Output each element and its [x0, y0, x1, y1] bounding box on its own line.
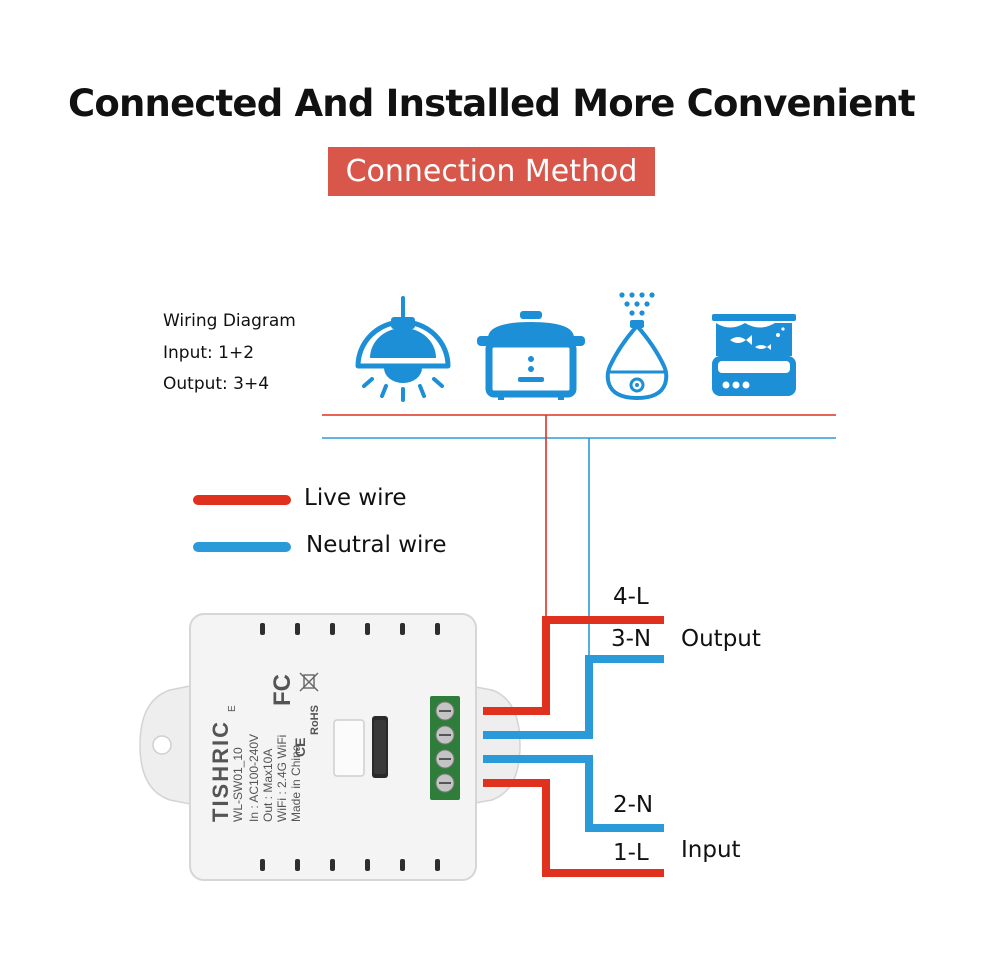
- weee-bin-icon: [299, 672, 319, 692]
- terminal-1-label: 1-L: [613, 840, 649, 866]
- input-neutral-wire: [483, 755, 664, 832]
- device-model-text: WL-SW01_10: [231, 747, 245, 822]
- live-legend-label: Live wire: [304, 485, 407, 511]
- wiring-diagram-label: Wiring Diagram: [163, 311, 296, 331]
- neutral-legend-swatch: [193, 542, 291, 552]
- page-title: Connected And Installed More Convenient: [68, 82, 916, 125]
- device-spec-wifi-text: WiFi : 2.4G WiFi: [275, 735, 289, 822]
- rohs-mark: RoHS: [309, 705, 321, 735]
- terminal-block: [430, 696, 460, 800]
- device-spec-in-text: In : AC100-240V: [247, 734, 261, 822]
- humidifier-icon: [605, 292, 669, 401]
- output-label: Output: [681, 626, 761, 652]
- fish-tank-icon: [712, 314, 796, 396]
- input-terminals-label: Input: 1+2: [163, 343, 255, 363]
- device-brand-text: TISHRIC: [208, 720, 233, 822]
- fc-mark: FC: [269, 674, 296, 706]
- output-terminals-label: Output: 3+4: [163, 374, 270, 394]
- device-made-in-text: Made in China: [289, 744, 303, 822]
- pair-button: [333, 719, 365, 777]
- terminal-4-label: 4-L: [613, 584, 649, 610]
- input-label: Input: [681, 837, 741, 863]
- neutral-legend-label: Neutral wire: [306, 532, 447, 558]
- connection-method-badge: Connection Method: [328, 147, 655, 196]
- device-spec-out-text: Out : Max10A: [261, 749, 275, 822]
- ce-mark: CE: [292, 738, 308, 757]
- relay-device: TISHRIC E WL-SW01_10 In : AC100-240V Out…: [139, 613, 521, 881]
- live-legend-swatch: [193, 495, 291, 505]
- input-live-wire: [483, 779, 664, 877]
- pendant-lamp-icon: [355, 296, 451, 402]
- device-suffix-text: E: [227, 705, 238, 712]
- output-live-wire: [483, 616, 664, 715]
- terminal-2-label: 2-N: [613, 792, 654, 818]
- terminal-3-label: 3-N: [611, 626, 652, 652]
- rice-cooker-icon: [477, 311, 585, 400]
- output-neutral-wire: [483, 655, 664, 739]
